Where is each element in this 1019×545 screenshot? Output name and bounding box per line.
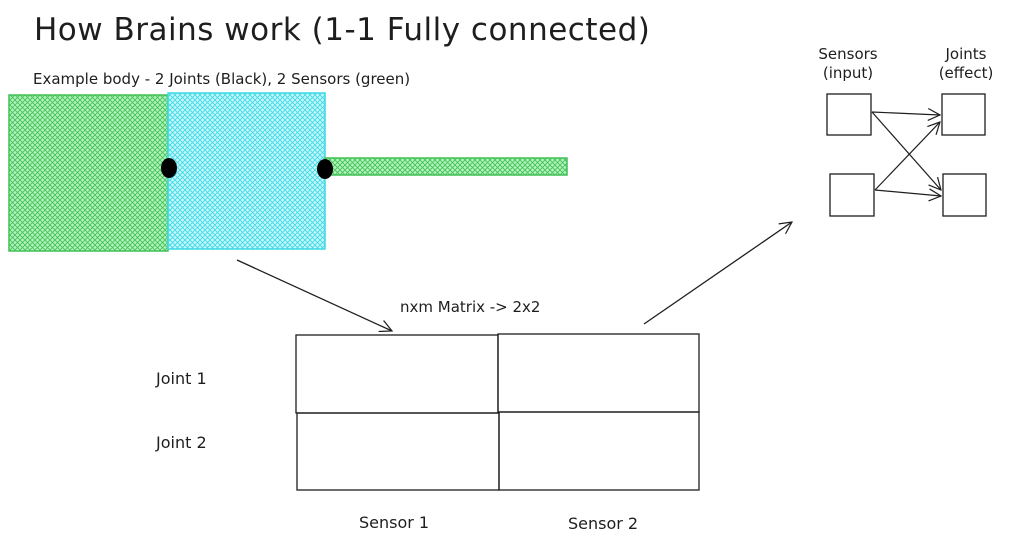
joint-2-dot [317,159,333,179]
sensor-rod-green [324,157,568,176]
edge-s2-j2 [874,190,941,196]
arrow-body-to-matrix [236,259,392,331]
joint-node-1 [941,93,986,136]
joint-node-2 [942,173,987,217]
edge-s2-j1 [874,122,940,191]
joint-1-dot [161,158,177,178]
sensor-block-green [8,94,169,252]
sensor-node-2 [829,173,875,217]
matrix-cell-r2c2 [498,411,700,491]
sensors-header: Sensors (input) [806,45,890,83]
matrix-cell-r1c1 [295,334,499,414]
col-label-sensor-1: Sensor 1 [359,513,430,532]
sensor-node-1 [826,93,872,136]
edge-s1-j1 [871,112,940,115]
col-label-sensor-2: Sensor 2 [568,514,639,533]
joints-header-title: Joints [945,45,987,63]
body-segment-cyan [167,92,326,250]
sensors-header-sub: (input) [822,64,874,82]
diagram-title: How Brains work (1-1 Fully connected) [34,12,651,48]
joints-header-sub: (effect) [938,64,994,82]
diagram-subtitle: Example body - 2 Joints (Black), 2 Senso… [33,70,411,88]
matrix-grid [295,333,700,491]
matrix-label: nxm Matrix -> 2x2 [400,298,541,316]
matrix-cell-r1c2 [497,333,700,413]
sensors-header-title: Sensors [818,45,878,63]
joints-header: Joints (effect) [924,45,1008,83]
row-label-joint-2: Joint 2 [156,433,207,452]
edge-s1-j2 [871,111,941,190]
matrix-cell-r2c1 [296,412,500,491]
row-label-joint-1: Joint 1 [156,369,207,388]
arrow-matrix-to-network [643,222,792,325]
